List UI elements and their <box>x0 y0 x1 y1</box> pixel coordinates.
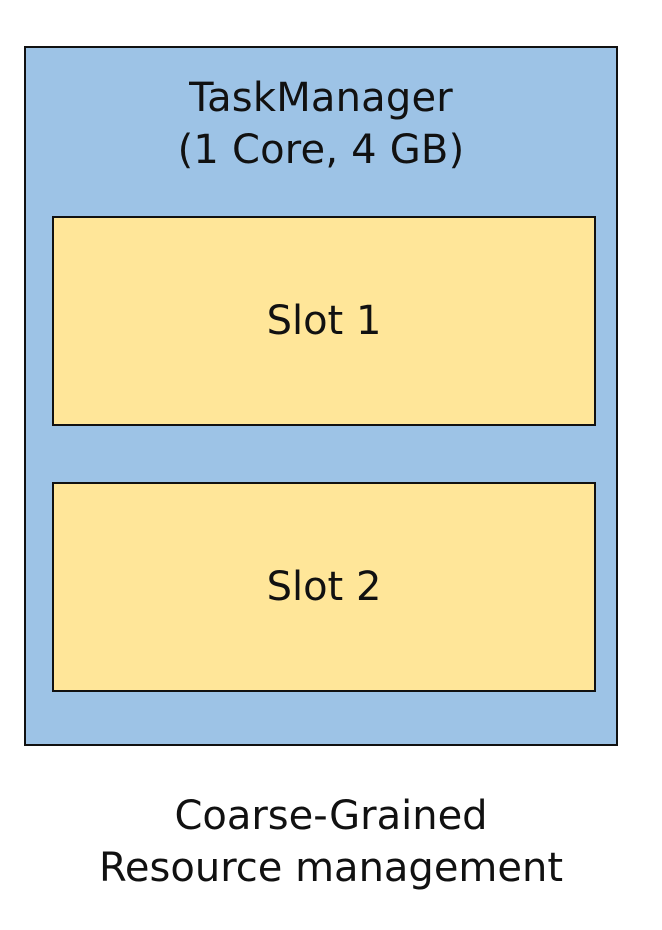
caption-line-2: Resource management <box>98 845 564 891</box>
caption-line-1: Coarse-Grained <box>174 793 488 839</box>
slot-1-label: Slot 1 <box>266 298 382 344</box>
slot-1-box: Slot 1 <box>52 216 596 426</box>
taskmanager-resources: (1 Core, 4 GB) <box>177 127 465 173</box>
taskmanager-title: TaskManager (1 Core, 4 GB) <box>26 72 616 176</box>
slot-2-box: Slot 2 <box>52 482 596 692</box>
slot-2-label: Slot 2 <box>266 564 382 610</box>
diagram-caption: Coarse-Grained Resource management <box>0 790 662 894</box>
taskmanager-box: TaskManager (1 Core, 4 GB) Slot 1 Slot 2 <box>24 46 618 746</box>
taskmanager-name: TaskManager <box>189 75 453 121</box>
